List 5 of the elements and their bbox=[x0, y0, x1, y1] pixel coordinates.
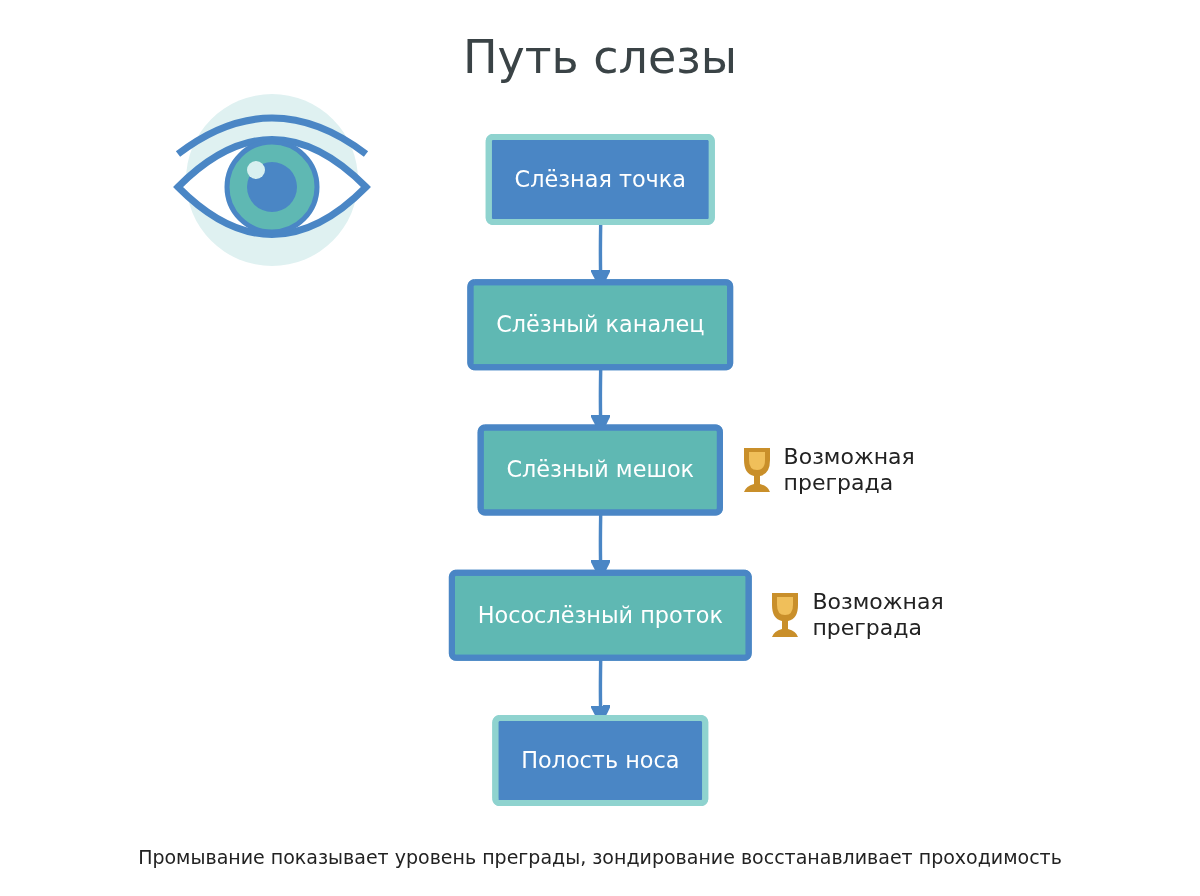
note-text: Возможная преграда bbox=[812, 589, 945, 642]
caption: Промывание показывает уровень преграды, зондирование восстанавливает проходимость bbox=[138, 846, 1062, 868]
note-text: Возможная преграда bbox=[783, 444, 916, 496]
flowchart: Слёзная точка Слёзный каналец Слёзный мешок Носослёзный проток Полость носа bbox=[444, 130, 756, 810]
diagram-title: Путь слезы bbox=[462, 30, 738, 84]
